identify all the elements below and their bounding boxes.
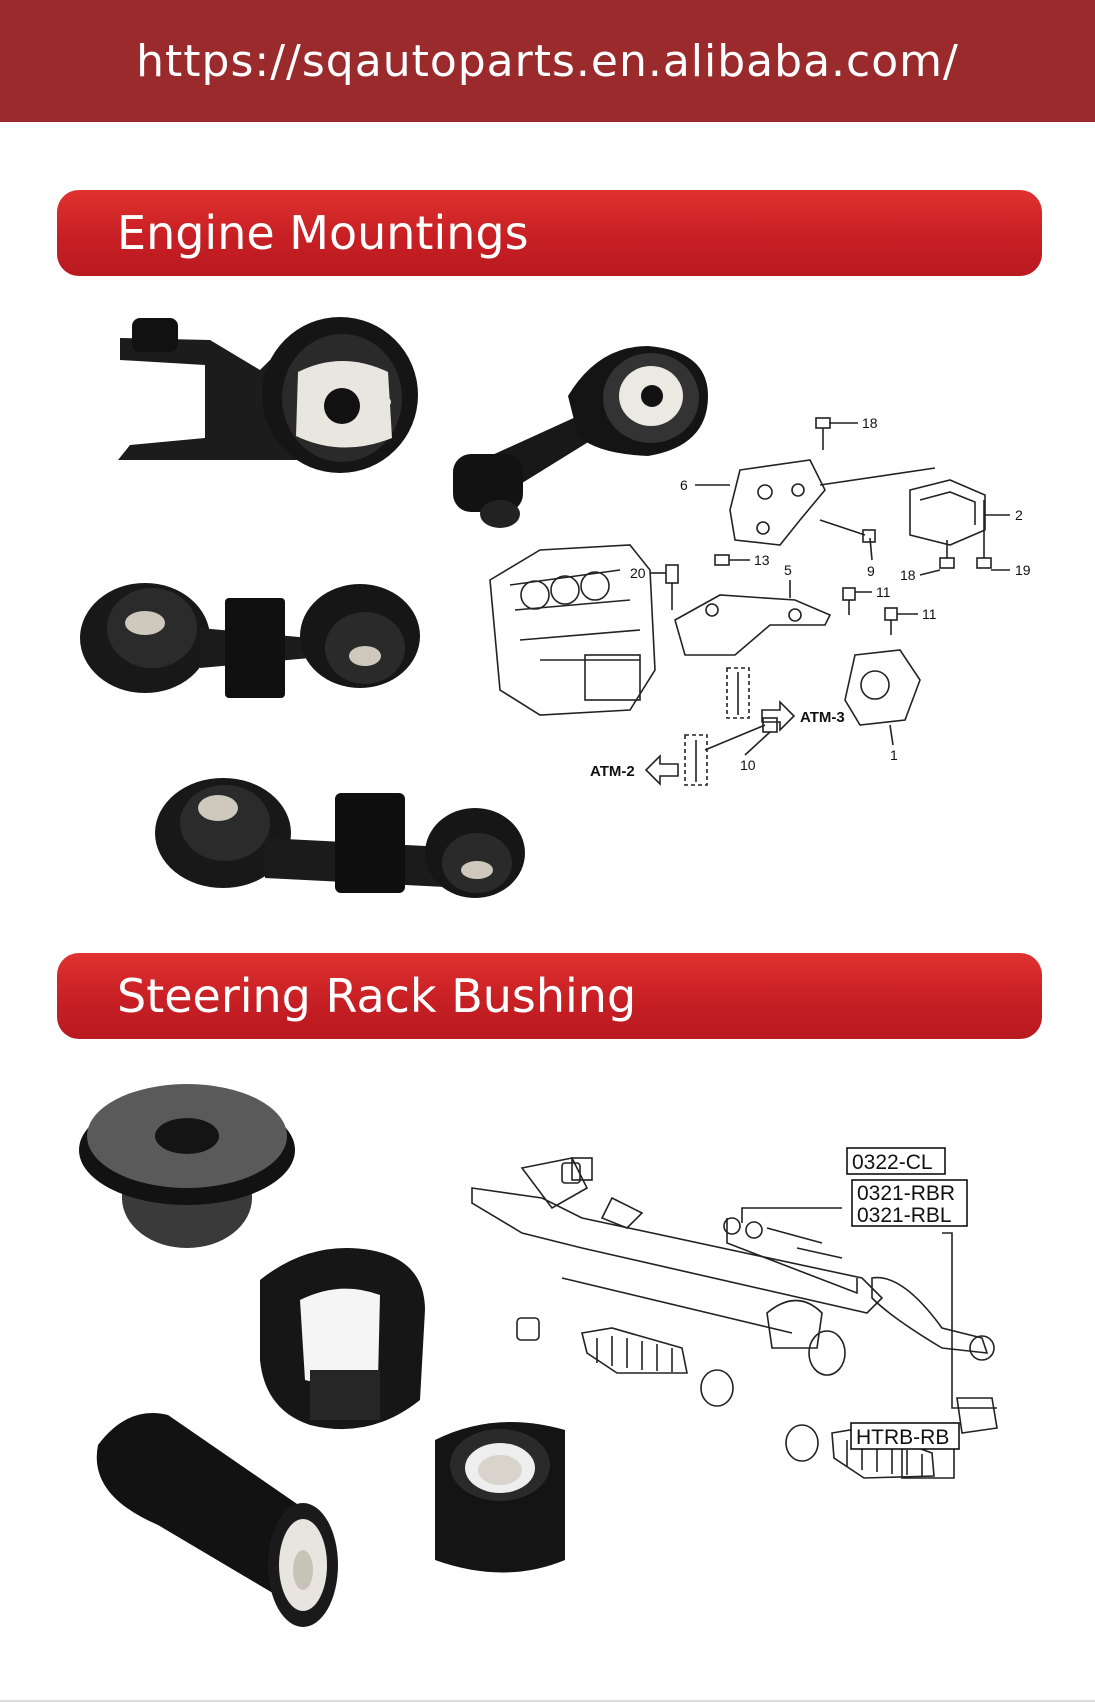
callout-11a: 11 [876, 584, 891, 600]
callout-11b: 11 [922, 606, 937, 622]
engine-mount-exploded-diagram: 18 6 2 9 18 19 20 13 5 11 11 1 10 ATM-3 … [489, 415, 1031, 786]
part-code-htrb-rb-box: HTRB-RB [850, 1422, 960, 1450]
callout-1: 1 [890, 747, 898, 763]
bottom-divider [0, 1700, 1095, 1702]
part-code-0322-cl-box: 0322-CL [846, 1147, 946, 1175]
part-code-0321-rbr: 0321-RBR [857, 1182, 955, 1205]
store-url-link[interactable]: https://sqautoparts.en.alibaba.com/ [136, 35, 959, 87]
callout-5: 5 [784, 562, 792, 578]
callout-18b: 18 [900, 567, 916, 583]
callout-6: 6 [680, 477, 688, 493]
callout-18a: 18 [862, 415, 878, 431]
engine-mount-photo-4 [155, 778, 525, 898]
callout-9: 9 [867, 563, 875, 579]
engine-mount-photo-2 [453, 346, 708, 528]
callout-2: 2 [1015, 507, 1023, 523]
bushing-photo-1 [79, 1084, 295, 1248]
steering-rack-diagram: 0322-CL 0321-RBR 0321-RBL HTRB-RB [471, 1147, 998, 1479]
part-code-0321-rbl: 0321-RBL [857, 1204, 952, 1227]
part-code-0322-cl: 0322-CL [852, 1151, 933, 1174]
bushing-photo-3 [96, 1413, 338, 1627]
part-code-htrb-rb: HTRB-RB [856, 1426, 949, 1449]
callout-19: 19 [1015, 562, 1031, 578]
bushing-photo-4 [435, 1422, 565, 1573]
callout-20: 20 [630, 565, 646, 581]
header-bar: https://sqautoparts.en.alibaba.com/ [0, 0, 1095, 122]
arrow-label-atm-3: ATM-3 [800, 709, 845, 726]
section-banner-engine-mountings: Engine Mountings [57, 190, 1042, 276]
engine-mount-photo-1 [118, 317, 418, 473]
callout-13: 13 [754, 552, 770, 568]
section-title: Steering Rack Bushing [117, 969, 637, 1023]
section-title: Engine Mountings [117, 206, 529, 260]
arrow-label-atm-2: ATM-2 [590, 763, 635, 780]
section-banner-steering-rack-bushing: Steering Rack Bushing [57, 953, 1042, 1039]
bushing-photo-2 [260, 1248, 425, 1430]
part-code-0321-rb-box: 0321-RBR 0321-RBL [851, 1179, 968, 1227]
engine-mount-photo-3 [80, 583, 420, 698]
callout-10: 10 [740, 757, 756, 773]
